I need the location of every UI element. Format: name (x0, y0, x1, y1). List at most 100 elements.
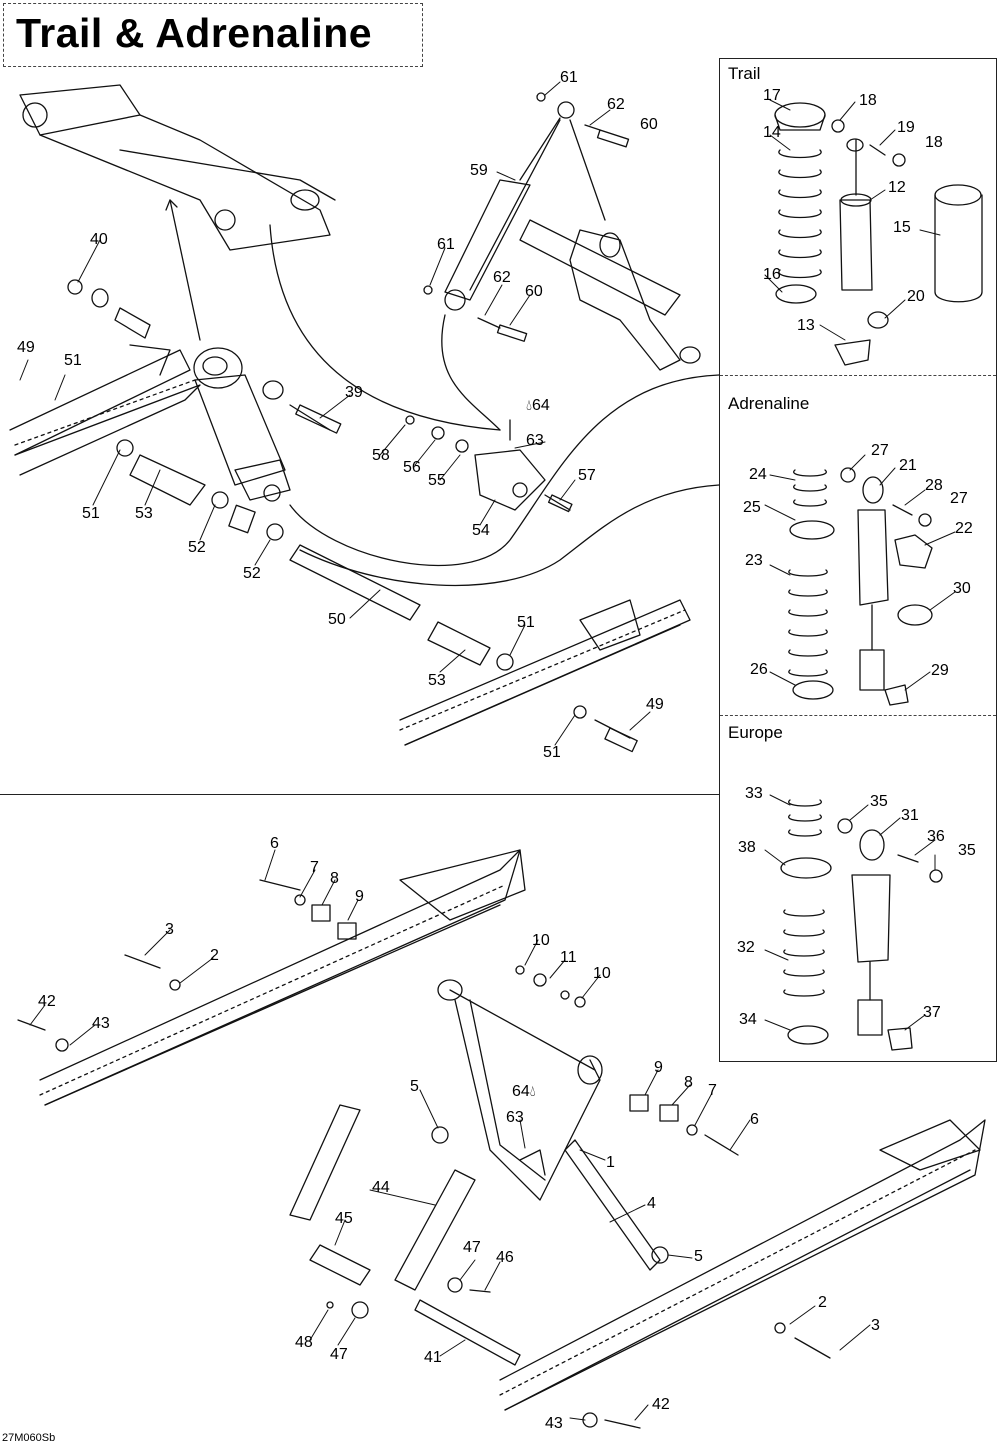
section-label-europe: Europe (728, 723, 783, 742)
callout-49: 49 (646, 696, 664, 713)
right-skid-rail-upper (399, 599, 691, 753)
section-label-trail: Trail (728, 64, 761, 83)
callout-52: 52 (188, 539, 206, 556)
callout-47: 47 (330, 1346, 348, 1363)
callout-48: 48 (295, 1334, 313, 1351)
callout-35: 35 (958, 842, 976, 859)
callout-18: 18 (859, 92, 877, 109)
callout-26: 26 (750, 661, 768, 678)
callout-32: 32 (737, 939, 755, 956)
arrow-head (165, 199, 178, 211)
callout-59: 59 (470, 162, 488, 179)
callout-33: 33 (745, 785, 763, 802)
callout-15: 15 (893, 219, 911, 236)
callout-10: 10 (593, 965, 611, 982)
callout-64-oil: 💧︎64 (526, 397, 550, 414)
callout-14: 14 (763, 124, 781, 141)
callout-51: 51 (64, 352, 82, 369)
callout-12: 12 (888, 179, 906, 196)
callout-36: 36 (927, 828, 945, 845)
callout-61: 61 (560, 69, 578, 86)
callout-16: 16 (763, 266, 781, 283)
callout-42: 42 (652, 1396, 670, 1413)
callout-46: 46 (496, 1249, 514, 1266)
callout-57: 57 (578, 467, 596, 484)
callout-34: 34 (739, 1011, 757, 1028)
callout-6: 6 (270, 835, 279, 852)
callout-52: 52 (243, 565, 261, 582)
leader-line (169, 199, 201, 341)
upper-shock-absorber (67, 279, 342, 502)
damper-assembly (423, 92, 630, 342)
callout-54: 54 (472, 522, 490, 539)
callout-27: 27 (871, 442, 889, 459)
callout-43: 43 (545, 1415, 563, 1432)
callout-22: 22 (955, 520, 973, 537)
cross-shaft-assembly (519, 219, 701, 371)
callout-10: 10 (532, 932, 550, 949)
callout-11: 11 (560, 949, 577, 966)
callout-41: 41 (424, 1349, 442, 1366)
callout-31: 31 (901, 807, 919, 824)
callout-58: 58 (372, 447, 390, 464)
callout-61: 61 (437, 236, 455, 253)
callout-51: 51 (82, 505, 100, 522)
callout-56: 56 (403, 459, 421, 476)
connector-curve (269, 224, 501, 431)
callout-8: 8 (684, 1074, 693, 1091)
callout-30: 30 (953, 580, 971, 597)
rear-arm-upper-assembly (19, 84, 336, 251)
callout-51: 51 (543, 744, 561, 761)
callout-5: 5 (694, 1248, 703, 1265)
callout-50: 50 (328, 611, 346, 628)
callout-25: 25 (743, 499, 761, 516)
callout-43: 43 (92, 1015, 110, 1032)
title-box: Trail & Adrenaline (3, 3, 423, 67)
callout-62: 62 (607, 96, 625, 113)
lower-hardware (17, 879, 831, 1429)
bracket-assembly (405, 415, 573, 513)
callout-18: 18 (925, 134, 943, 151)
callout-21: 21 (899, 457, 917, 474)
callout-63: 63 (526, 432, 544, 449)
callout-13: 13 (797, 317, 815, 334)
callout-35: 35 (870, 793, 888, 810)
callout-40: 40 (90, 231, 108, 248)
section-divider (720, 715, 996, 716)
callout-38: 38 (738, 839, 756, 856)
callout-60: 60 (640, 116, 658, 133)
callout-23: 23 (745, 552, 763, 569)
callout-2: 2 (210, 947, 219, 964)
figure-code: 27M060Sb (2, 1432, 56, 1444)
section-divider (720, 375, 996, 376)
callout-8: 8 (330, 870, 339, 887)
front-arm-assembly (431, 979, 661, 1271)
axle-parts-row (116, 439, 514, 671)
europe-shock-parts (780, 799, 943, 1051)
callout-27: 27 (950, 490, 968, 507)
callout-28: 28 (925, 477, 943, 494)
callout-20: 20 (907, 288, 925, 305)
oil-drop-icon: 💧︎ (526, 397, 533, 414)
callout-9: 9 (654, 1059, 663, 1076)
adrenaline-shock-parts (788, 467, 933, 706)
callout-6: 6 (750, 1111, 759, 1128)
callout-7: 7 (708, 1082, 717, 1099)
callout-3: 3 (871, 1317, 880, 1334)
callout-19: 19 (897, 119, 915, 136)
callout-60: 60 (525, 283, 543, 300)
callout-17: 17 (763, 87, 781, 104)
callout-64-oil: 64💧︎ (512, 1083, 536, 1100)
callout-7: 7 (310, 859, 319, 876)
callout-53: 53 (428, 672, 446, 689)
callout-45: 45 (335, 1210, 353, 1227)
left-skid-rail-lower (39, 849, 526, 1106)
callout-3: 3 (165, 921, 174, 938)
callout-37: 37 (923, 1004, 941, 1021)
callout-51: 51 (517, 614, 535, 631)
callout-63: 63 (506, 1109, 524, 1126)
oil-drop-icon: 💧︎ (529, 1083, 536, 1100)
callout-49: 49 (17, 339, 35, 356)
diagram-title: Trail & Adrenaline (16, 10, 373, 56)
